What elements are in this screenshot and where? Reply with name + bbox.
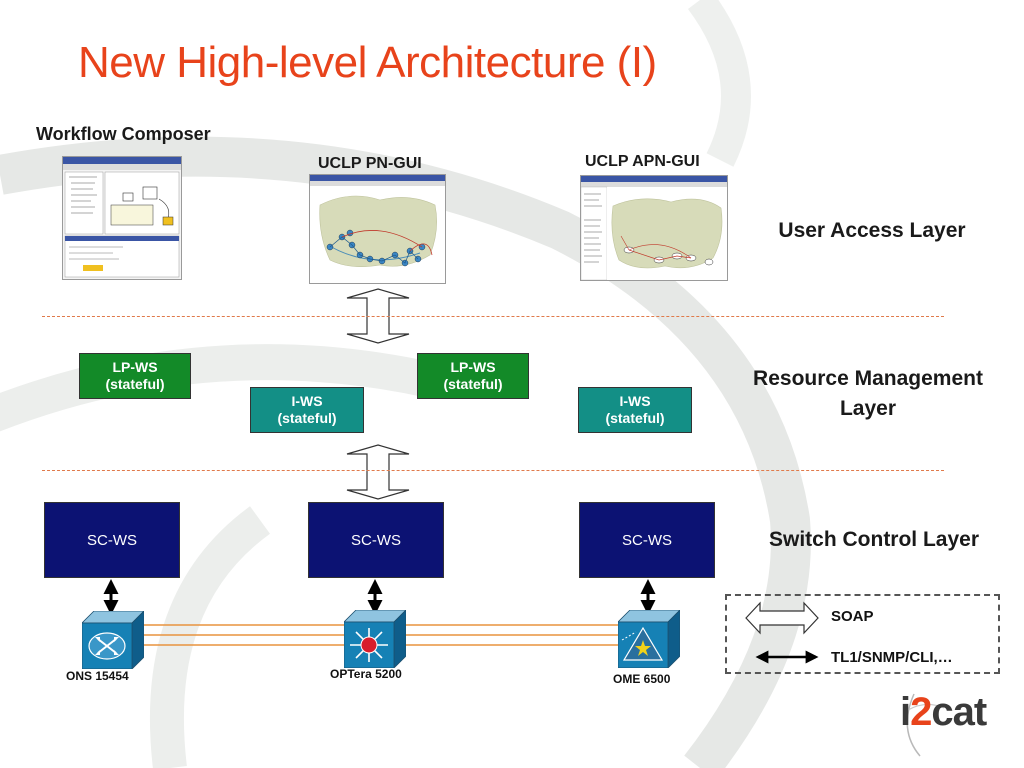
resource-management-label-line1: Resource Management bbox=[753, 367, 983, 390]
lp-ws-state: (stateful) bbox=[105, 376, 165, 392]
device-label-ome: OME 6500 bbox=[613, 672, 671, 686]
lp-ws-name: LP-WS bbox=[450, 359, 496, 375]
lp-ws-box-left: LP-WS(stateful) bbox=[79, 353, 191, 399]
logo-part-2: 2 bbox=[910, 690, 932, 734]
sc-ws-box-right: SC-WS bbox=[579, 502, 715, 578]
slide-title: New High-level Architecture (I) bbox=[78, 38, 657, 87]
uclp-apn-gui-label: UCLP APN-GUI bbox=[585, 153, 700, 170]
i-ws-state: (stateful) bbox=[277, 410, 337, 426]
sc-ws-box-center: SC-WS bbox=[308, 502, 444, 578]
divider-lower bbox=[42, 470, 944, 471]
soap-arrow-lower bbox=[346, 444, 410, 500]
divider-upper bbox=[42, 316, 944, 317]
legend-box bbox=[725, 594, 1000, 674]
sc-ws-box-left: SC-WS bbox=[44, 502, 180, 578]
logo-part-i: i bbox=[900, 690, 911, 734]
optical-node-icon-ome bbox=[618, 610, 680, 668]
device-label-ons: ONS 15454 bbox=[66, 669, 129, 683]
i-ws-box-right: I-WS(stateful) bbox=[578, 387, 692, 433]
uclp-pn-gui-screenshot bbox=[309, 174, 446, 284]
soap-legend-arrow-icon bbox=[745, 601, 819, 635]
i-ws-name: I-WS bbox=[291, 393, 323, 409]
router-icon-ons bbox=[82, 611, 144, 669]
lp-ws-state: (stateful) bbox=[443, 376, 503, 392]
device-label-optera: OPTera 5200 bbox=[330, 667, 402, 681]
protocol-legend-arrow-icon bbox=[755, 650, 819, 664]
i-ws-state: (stateful) bbox=[605, 410, 665, 426]
lp-ws-box-right: LP-WS(stateful) bbox=[417, 353, 529, 399]
switch-icon-optera bbox=[344, 610, 406, 668]
legend-soap-label: SOAP bbox=[831, 608, 874, 625]
workflow-composer-label: Workflow Composer bbox=[36, 124, 211, 144]
workflow-composer-screenshot bbox=[62, 156, 182, 280]
i2cat-logo-swirl bbox=[906, 693, 945, 757]
uclp-apn-gui-screenshot bbox=[580, 175, 728, 281]
user-access-layer-label: User Access Layer bbox=[778, 219, 966, 242]
logo-part-cat: cat bbox=[931, 690, 987, 734]
lp-ws-name: LP-WS bbox=[112, 359, 158, 375]
i-ws-name: I-WS bbox=[619, 393, 651, 409]
i-ws-box-left: I-WS(stateful) bbox=[250, 387, 364, 433]
resource-management-label-line2: Layer bbox=[839, 397, 897, 420]
uclp-pn-gui-label: UCLP PN-GUI bbox=[318, 155, 422, 172]
resource-management-layer-label: Resource Management Layer bbox=[722, 364, 1014, 424]
i2cat-logo: i2cat bbox=[900, 690, 987, 735]
switch-control-layer-label: Switch Control Layer bbox=[768, 528, 980, 551]
legend-protocols-label: TL1/SNMP/CLI,… bbox=[831, 649, 953, 666]
